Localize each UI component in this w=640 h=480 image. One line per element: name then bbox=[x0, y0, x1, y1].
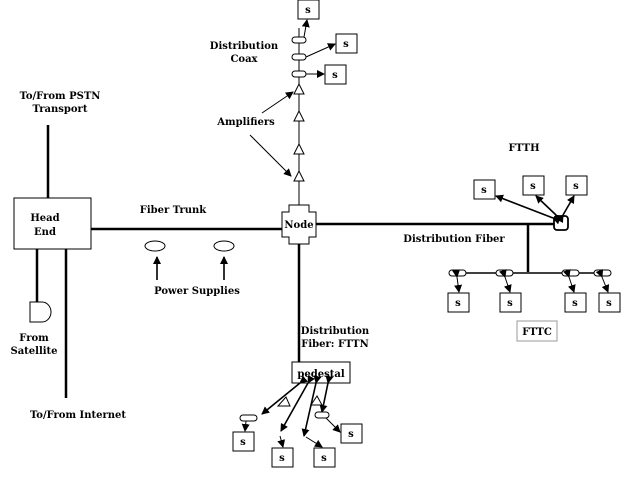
fttc-subscriber-4-label: s bbox=[606, 298, 612, 309]
ftth-label: FTTH bbox=[508, 143, 539, 154]
ftth-subscriber-3 bbox=[565, 175, 588, 196]
amplifier-arrow-2 bbox=[249, 134, 292, 177]
fttc-subscriber-3 bbox=[564, 292, 587, 313]
amplifier-2 bbox=[293, 109, 305, 122]
amplifier-arrow-1 bbox=[261, 91, 294, 114]
head-end-box bbox=[13, 197, 92, 250]
pstn-label-line2: Transport bbox=[33, 104, 88, 115]
coax-subscriber-1 bbox=[297, 0, 320, 20]
ftth-drop-2 bbox=[535, 195, 564, 223]
fttn-branch-1 bbox=[261, 375, 308, 415]
amplifier-4 bbox=[293, 169, 305, 182]
internet-label: To/From Internet bbox=[30, 410, 126, 421]
distribution-coax-label-line1: Distribution bbox=[210, 41, 279, 52]
ftth-subscriber-2-label: s bbox=[530, 181, 536, 192]
satellite-label-line1: From bbox=[19, 333, 49, 344]
coax-tap-1 bbox=[291, 36, 307, 44]
amplifier-1 bbox=[293, 82, 305, 95]
ftth-subscriber-3-label: s bbox=[573, 181, 579, 192]
coax-drop-1 bbox=[301, 19, 310, 38]
fttn-tap-1 bbox=[239, 414, 258, 422]
fttn-drop-1 bbox=[241, 420, 250, 432]
ftth-subscriber-1-label: s bbox=[481, 185, 487, 196]
satellite-dish-icon bbox=[29, 301, 52, 323]
head-end-label-line1: Head bbox=[30, 213, 59, 224]
fttn-subscriber-3-label: s bbox=[321, 453, 327, 464]
fttn-label-line1: Distribution bbox=[301, 326, 370, 337]
coax-tap-3 bbox=[291, 70, 307, 78]
pstn-label-line1: To/From PSTN bbox=[20, 91, 101, 102]
ftth-splitter bbox=[553, 215, 569, 231]
amplifiers-label: Amplifiers bbox=[216, 117, 275, 128]
ftth-drop-3 bbox=[556, 195, 575, 224]
fttn-amplifier-1 bbox=[276, 396, 291, 407]
fttc-drop-3 bbox=[562, 269, 576, 293]
fttc-drop-2 bbox=[498, 269, 512, 293]
fttn-branch-2 bbox=[280, 374, 315, 432]
fttn-drop-2 bbox=[277, 435, 286, 448]
coax-subscriber-1-label: s bbox=[305, 5, 311, 16]
fttc-label-box bbox=[516, 320, 558, 342]
coax-subscriber-3 bbox=[324, 64, 347, 85]
fttc-drop-4 bbox=[595, 269, 610, 293]
fttc-label: FTTC bbox=[522, 327, 552, 338]
ftth-drop-1 bbox=[495, 194, 561, 225]
fttc-tap-1 bbox=[448, 269, 467, 277]
distribution-coax-label-line2: Coax bbox=[230, 54, 258, 65]
fttn-subscriber-3 bbox=[313, 447, 336, 468]
fttc-tap-2 bbox=[495, 269, 514, 277]
satellite-label-line2: Satellite bbox=[10, 346, 57, 357]
fttn-label-line2: Fiber: FTTN bbox=[301, 339, 368, 350]
node-box bbox=[281, 204, 317, 245]
fttn-subscriber-2 bbox=[271, 447, 294, 468]
power-supply-2 bbox=[213, 240, 235, 252]
fttn-drop-4 bbox=[325, 417, 341, 433]
fttc-subscriber-1-label: s bbox=[455, 298, 461, 309]
distribution-fiber-label: Distribution Fiber bbox=[403, 234, 505, 245]
fttc-subscriber-4 bbox=[598, 292, 621, 313]
coax-drop-2 bbox=[305, 43, 336, 58]
fttc-drop-1 bbox=[452, 269, 463, 293]
fttn-drop-3 bbox=[305, 436, 323, 448]
fttc-subscriber-1 bbox=[447, 292, 470, 313]
coax-tap-2 bbox=[291, 53, 307, 61]
fttn-subscriber-4-label: s bbox=[348, 429, 354, 440]
amplifier-3 bbox=[293, 142, 305, 155]
fttn-tap-2 bbox=[314, 411, 330, 419]
coax-subscriber-3-label: s bbox=[332, 70, 338, 81]
fttn-subscriber-1 bbox=[232, 431, 255, 452]
fttn-branch-4 bbox=[319, 375, 334, 413]
coax-subscriber-2 bbox=[335, 33, 358, 54]
head-end-label-line2: End bbox=[34, 227, 56, 238]
pedestal-label: pedestal bbox=[297, 369, 344, 380]
coax-subscriber-2-label: s bbox=[343, 39, 349, 50]
fttn-subscriber-2-label: s bbox=[279, 453, 285, 464]
ftth-subscriber-1 bbox=[473, 179, 496, 200]
fttc-tap-4 bbox=[593, 269, 612, 277]
fttc-subscriber-2 bbox=[499, 292, 522, 313]
fttc-subscriber-3-label: s bbox=[572, 298, 578, 309]
fttn-subscriber-1-label: s bbox=[240, 437, 246, 448]
fttn-branch-3 bbox=[301, 375, 322, 437]
fiber-trunk-label: Fiber Trunk bbox=[140, 205, 208, 216]
fttn-subscriber-4 bbox=[340, 423, 363, 444]
fttc-tap-3 bbox=[561, 269, 580, 277]
fttc-subscriber-2-label: s bbox=[507, 298, 513, 309]
node-label: Node bbox=[284, 220, 313, 231]
power-supply-1 bbox=[144, 240, 166, 252]
power-supplies-label: Power Supplies bbox=[154, 286, 240, 297]
